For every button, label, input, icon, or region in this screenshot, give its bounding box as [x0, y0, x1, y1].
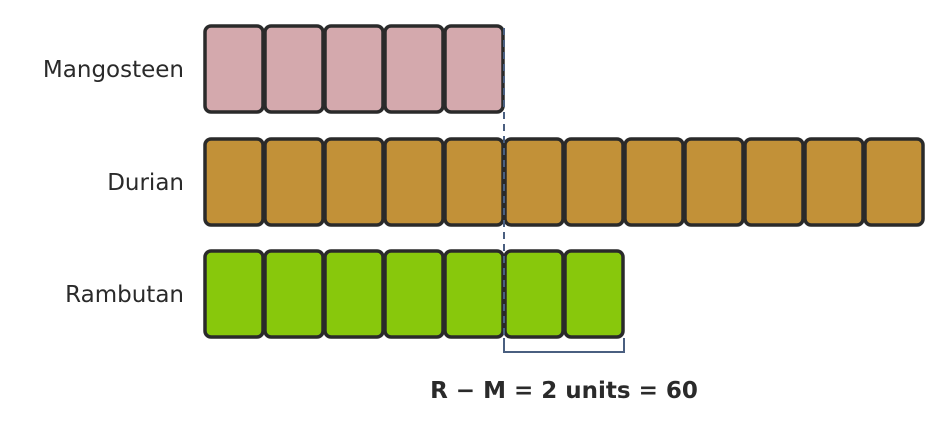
durian-unit-box [323, 137, 385, 227]
difference-bracket [503, 338, 625, 353]
durian-unit-box [263, 137, 325, 227]
mangosteen-unit-box [203, 24, 265, 114]
durian-unit-box [383, 137, 445, 227]
row-label-durian: Durian [107, 170, 184, 196]
durian-unit-box [683, 137, 745, 227]
mangosteen-unit-box [323, 24, 385, 114]
mangosteen-unit-box [443, 24, 505, 114]
durian-unit-box [503, 137, 565, 227]
rambutan-unit-box [263, 249, 325, 339]
durian-unit-box [743, 137, 805, 227]
durian-unit-box [563, 137, 625, 227]
rambutan-unit-box [443, 249, 505, 339]
rambutan-unit-box [323, 249, 385, 339]
durian-unit-box [623, 137, 685, 227]
row-label-mangosteen: Mangosteen [43, 57, 184, 83]
durian-unit-box [443, 137, 505, 227]
difference-caption: R − M = 2 units = 60 [430, 378, 698, 404]
rambutan-unit-box [383, 249, 445, 339]
mangosteen-unit-box [263, 24, 325, 114]
rambutan-unit-box [503, 249, 565, 339]
mangosteen-unit-box [383, 24, 445, 114]
durian-unit-box [803, 137, 865, 227]
rambutan-unit-box [203, 249, 265, 339]
durian-unit-box [203, 137, 265, 227]
row-label-rambutan: Rambutan [65, 282, 184, 308]
durian-unit-box [863, 137, 925, 227]
rambutan-unit-box [563, 249, 625, 339]
